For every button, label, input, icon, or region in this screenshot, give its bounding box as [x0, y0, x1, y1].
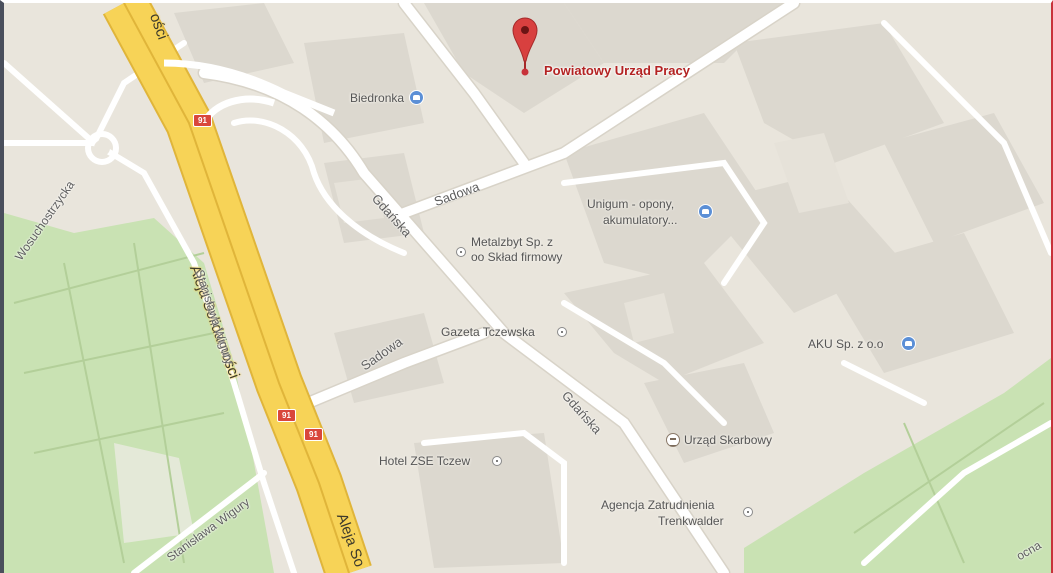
poi-label-unigum-line2: akumulatory... — [603, 213, 678, 227]
poi-label-gazeta: Gazeta Tczewska — [441, 325, 535, 339]
poi-dot-icon — [456, 247, 466, 257]
building-3 — [734, 23, 944, 163]
park-paths — [13, 242, 1045, 564]
service-roads — [4, 20, 1051, 573]
roundabout — [85, 131, 119, 165]
road-sadowa-lower — [279, 328, 489, 418]
building-7 — [824, 233, 1014, 373]
shopping-icon — [901, 336, 916, 351]
poi-label-aku: AKU Sp. z o.o — [808, 337, 884, 351]
building-9 — [414, 433, 564, 568]
poi-label-hotel: Hotel ZSE Tczew — [379, 454, 471, 468]
route-shield-91-bottom: 91 — [304, 428, 323, 441]
shopping-icon — [409, 90, 424, 105]
road-sadowa-upper — [399, 3, 799, 218]
poi-dot-icon — [557, 327, 567, 337]
minor-roads — [199, 3, 799, 573]
poi-label-agencja-line2: Trenkwalder — [658, 514, 724, 528]
park-plaza — [114, 443, 194, 543]
poi-dot-icon — [492, 456, 502, 466]
shopping-icon — [698, 204, 713, 219]
poi-label-biedronka: Biedronka — [350, 91, 405, 105]
road-north — [399, 3, 529, 168]
marker-label: Powiatowy Urząd Pracy — [544, 63, 690, 78]
poi-label-urzad-skarbowy: Urząd Skarbowy — [684, 433, 773, 447]
route-shield-91-top: 91 — [193, 114, 212, 127]
road-gdanska — [199, 68, 729, 573]
park-right — [744, 358, 1051, 573]
building-4 — [564, 113, 764, 283]
route-shield-91-middle: 91 — [277, 409, 296, 422]
poi-dot-icon — [743, 507, 753, 517]
map-pin-icon — [512, 17, 538, 76]
highway-aleja-solidarnosci — [102, 3, 372, 573]
building-10 — [304, 33, 424, 143]
government-building-icon — [666, 433, 680, 447]
building-1 — [424, 3, 604, 113]
poi-label-unigum-line1: Unigum - opony, — [587, 197, 675, 211]
poi-label-agencja-line1: Agencja Zatrudnienia — [601, 498, 715, 512]
map-canvas[interactable] — [4, 3, 1051, 573]
roundabout-center — [94, 140, 110, 156]
building-highlights — [334, 133, 849, 343]
poi-label-metalzbyt-line1: Metalzbyt Sp. z — [471, 235, 554, 249]
poi-label-metalzbyt-line2: oo Skład firmowy — [471, 250, 563, 264]
